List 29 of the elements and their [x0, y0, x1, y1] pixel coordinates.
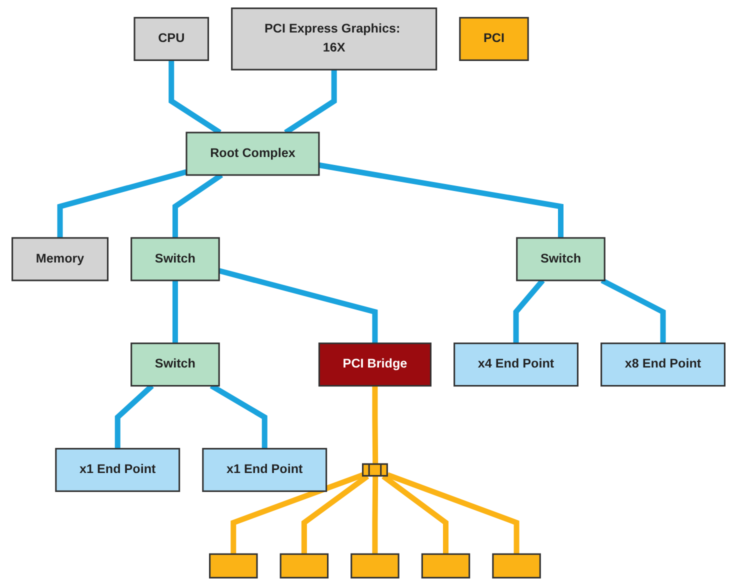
node-box: Root Complex	[186, 132, 320, 176]
node-box	[209, 553, 258, 578]
node-box	[421, 553, 470, 578]
node-box: Memory	[12, 237, 109, 282]
connector	[372, 386, 378, 464]
node-box: PCI	[459, 16, 529, 61]
connector	[600, 278, 666, 344]
connector	[172, 280, 178, 344]
node-box	[350, 553, 400, 578]
connector	[386, 472, 520, 554]
connector	[372, 476, 378, 554]
node-box	[280, 553, 329, 578]
node-box	[492, 553, 541, 578]
node-box: Switch	[516, 237, 606, 282]
node-box: x1 End Point	[202, 448, 328, 492]
connector	[218, 268, 378, 344]
connector	[57, 169, 188, 238]
node-bar	[362, 463, 388, 477]
node-box: CPU	[134, 16, 210, 61]
node-box: Switch	[130, 342, 220, 387]
connector	[513, 278, 545, 344]
node-box: x1 End Point	[55, 448, 180, 492]
connector	[230, 472, 364, 554]
node-box: x8 End Point	[600, 342, 726, 387]
node-box: x4 End Point	[454, 342, 578, 387]
node-box: PCI Bridge	[318, 342, 432, 387]
node-box: Switch	[130, 237, 220, 282]
node-box: PCI Express Graphics: 16X	[231, 8, 438, 70]
connector	[318, 162, 564, 238]
